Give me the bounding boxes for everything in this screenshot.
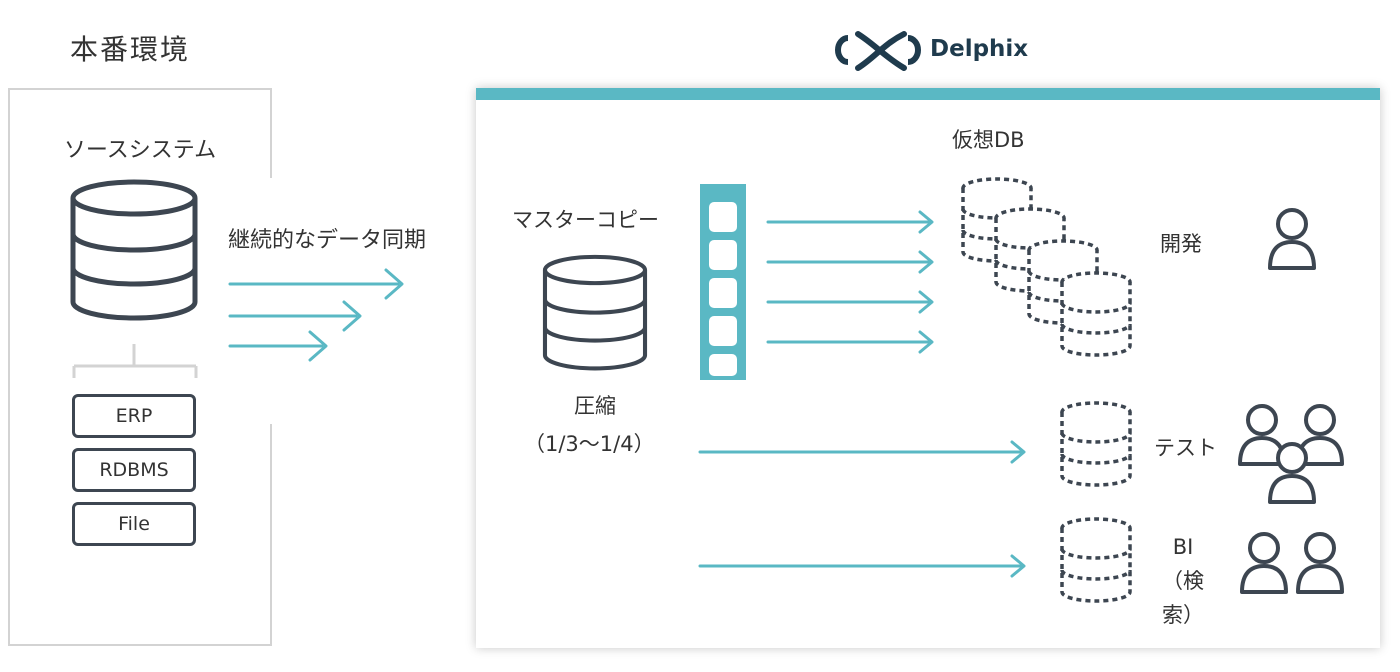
source-item-rdbms: RDBMS: [72, 448, 196, 492]
target-bi-sub: （検索）: [1162, 569, 1204, 627]
bi-arrow-icon: [698, 554, 1026, 578]
sync-label: 継続的なデータ同期: [228, 228, 427, 253]
production-frame-bottom: [8, 644, 272, 646]
production-frame-top: [8, 88, 272, 90]
provision-arrow-icon: [766, 210, 934, 234]
master-copy-label: マスターコピー: [512, 208, 659, 232]
delphix-panel-header-bar: [476, 88, 1380, 100]
production-frame-right-bottom: [270, 424, 272, 646]
provision-arrow-icon: [766, 290, 934, 314]
production-frame-right-top: [270, 88, 272, 178]
target-test-label: テスト: [1154, 436, 1217, 460]
target-bi-label: BI （検索）: [1148, 530, 1218, 632]
production-frame-left: [8, 88, 10, 644]
test-arrow-icon: [698, 440, 1026, 464]
compression-label: 圧縮: [574, 394, 616, 418]
delphix-logo-icon: [835, 31, 921, 71]
bi-user-icon: [1296, 532, 1344, 594]
virtual-database-icon: [1060, 517, 1132, 603]
virtual-db-label: 仮想DB: [952, 128, 1025, 152]
provision-arrow-icon: [766, 330, 934, 354]
source-system-label: ソースシステム: [63, 138, 217, 163]
target-bi-name: BI: [1172, 535, 1194, 559]
source-bracket: [72, 344, 198, 378]
delphix-panel: [476, 88, 1380, 648]
provision-arrow-icon: [766, 250, 934, 274]
source-item-erp: ERP: [72, 394, 196, 438]
snapshot-film-icon: [700, 184, 746, 380]
delphix-brand-name: Delphix: [930, 36, 1029, 62]
master-copy-database-icon: [545, 257, 645, 369]
sync-arrow-icon: [228, 300, 362, 332]
compression-ratio: （1/3〜1/4）: [524, 432, 655, 456]
source-item-file: File: [72, 502, 196, 546]
bi-user-icon: [1240, 532, 1288, 594]
target-dev-label: 開発: [1160, 232, 1202, 256]
source-database-icon: [73, 182, 195, 318]
sync-arrow-icon: [228, 268, 404, 300]
sync-arrow-icon: [228, 330, 328, 362]
virtual-database-icon: [1060, 271, 1132, 357]
virtual-database-icon: [1060, 401, 1132, 487]
dev-user-icon: [1268, 208, 1316, 270]
production-title: 本番環境: [70, 33, 191, 66]
